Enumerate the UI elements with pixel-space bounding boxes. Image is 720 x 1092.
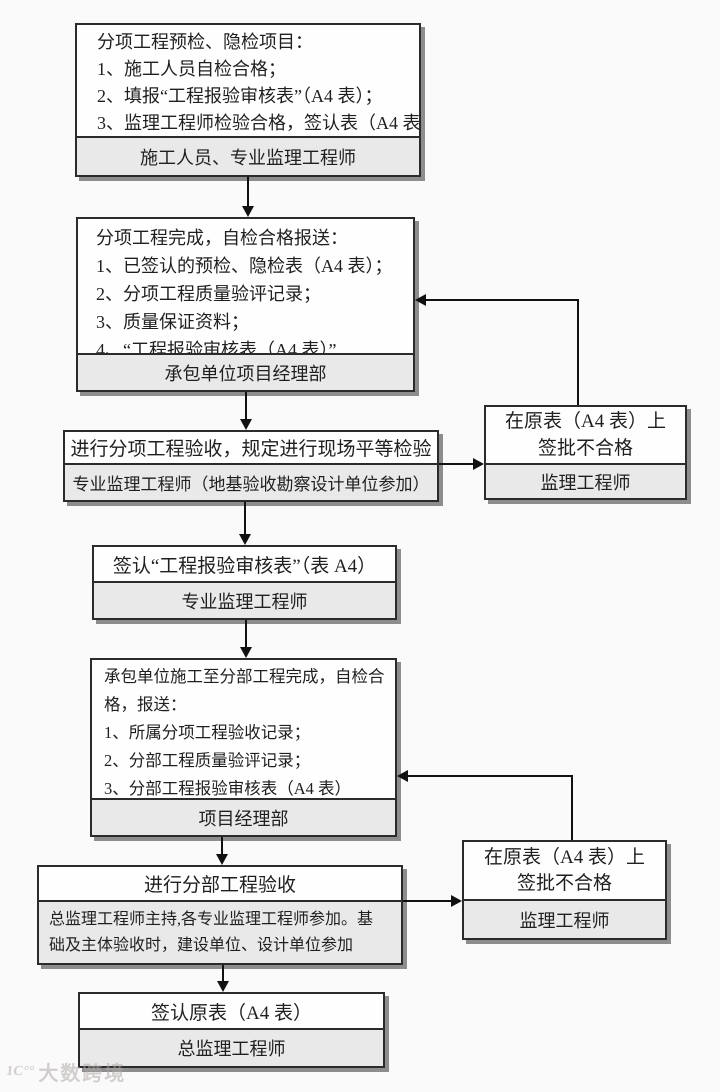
flow-box-reject-subitem: 在原表（A4 表）上 签批不合格 监理工程师	[484, 405, 687, 500]
box-footer-responsible: 总监理工程师主持,各专业监理工程师参加。基 础及主体验收时，建设单位、设计单位参…	[39, 900, 401, 963]
watermark-text: 大数跨境	[38, 1063, 127, 1085]
text-line: 1、施工人员自检合格；	[97, 59, 286, 79]
box-title: 签认原表（A4 表）	[151, 1002, 312, 1024]
box-footer-responsible: 项目经理部	[92, 798, 395, 835]
flow-box-sign-original-form: 签认原表（A4 表） 总监理工程师	[78, 992, 385, 1068]
box-footer-responsible: 监理工程师	[464, 899, 665, 938]
arrow-down-icon	[242, 206, 254, 217]
box-footer-responsible: 总监理工程师	[80, 1028, 383, 1066]
watermark-logo-icon: 1C°°	[5, 1063, 36, 1079]
text-line: 在原表（A4 表）上	[505, 411, 666, 432]
watermark: 1C°° 大数跨境	[5, 1057, 127, 1086]
arrow-down-icon	[240, 647, 252, 658]
box-body: 分项工程完成，自检合格报送： 1、已签认的预检、隐检表（A4 表）； 2、分项工…	[78, 219, 413, 353]
feedback-line	[577, 300, 579, 405]
box-body: 在原表（A4 表）上 签批不合格	[486, 407, 685, 463]
box-footer-responsible: 施工人员、专业监理工程师	[77, 136, 419, 175]
feedback-line	[426, 299, 579, 301]
text-line: 4、“工程报验审核表（A4 表）”	[96, 340, 337, 353]
text-line: 签批不合格	[537, 438, 633, 459]
flow-box-reject-subdivision: 在原表（A4 表）上 签批不合格 监理工程师	[462, 840, 667, 940]
box-title: 进行分项工程验收，规定进行现场平等检验	[70, 439, 432, 460]
text-line: 2、分部工程质量验评记录；	[104, 751, 311, 770]
footer-label: 专业监理工程师	[181, 591, 308, 612]
box-footer-responsible: 承包单位项目经理部	[78, 353, 413, 390]
feedback-line	[408, 775, 573, 777]
box-body: 分项工程预检、隐检项目： 1、施工人员自检合格； 2、填报“工程报验审核表”（A…	[77, 25, 419, 136]
text-line: 格，报送：	[104, 695, 187, 714]
arrow-down-icon	[240, 419, 252, 430]
footer-label: 项目经理部	[198, 808, 289, 829]
box-body: 在原表（A4 表）上 签批不合格	[464, 842, 665, 899]
footer-label: 专业监理工程师（地基验收勘察设计单位参加）	[72, 475, 430, 494]
text-line: 签批不合格	[516, 872, 612, 894]
connector-line	[403, 900, 453, 902]
footer-label: 施工人员、专业监理工程师	[140, 147, 356, 168]
text-line: 在原表（A4 表）上	[484, 846, 645, 868]
flow-box-subdivision-complete: 承包单位施工至分部工程完成，自检合 格，报送： 1、所属分项工程验收记录； 2、…	[90, 658, 397, 837]
flow-box-subitem-acceptance: 进行分项工程验收，规定进行现场平等检验 专业监理工程师（地基验收勘察设计单位参加…	[63, 430, 439, 502]
box-footer-responsible: 专业监理工程师（地基验收勘察设计单位参加）	[65, 463, 437, 500]
feedback-line	[571, 776, 573, 840]
arrow-left-icon	[415, 294, 426, 306]
text-line: 3、监理工程师检验合格，签认表（A4 表）。	[97, 113, 419, 133]
flow-box-precheck-items: 分项工程预检、隐检项目： 1、施工人员自检合格； 2、填报“工程报验审核表”（A…	[75, 23, 421, 177]
arrow-down-icon	[239, 534, 251, 545]
footer-label: 监理工程师	[519, 910, 610, 931]
text-line: 3、分部工程报验审核表（A4 表）	[104, 779, 352, 798]
arrow-right-icon	[451, 895, 462, 907]
connector-line	[245, 392, 247, 420]
box-footer-responsible: 监理工程师	[486, 463, 685, 498]
connector-line	[244, 502, 246, 537]
text-line: 3、质量保证资料；	[96, 312, 249, 332]
box-body: 进行分部工程验收	[39, 867, 401, 900]
footer-line: 础及主体验收时，建设单位、设计单位参加	[49, 936, 354, 954]
box-title: 签认“工程报验审核表”（表 A4）	[112, 555, 377, 577]
connector-line	[222, 965, 224, 984]
connector-line	[247, 177, 249, 207]
box-body: 签认原表（A4 表）	[80, 994, 383, 1028]
flow-box-sign-review-form: 签认“工程报验审核表”（表 A4） 专业监理工程师	[92, 545, 397, 620]
footer-label: 承包单位项目经理部	[164, 363, 327, 384]
box-body: 签认“工程报验审核表”（表 A4）	[94, 547, 395, 581]
box-title: 进行分部工程验收	[143, 875, 296, 896]
text-line: 1、所属分项工程验收记录；	[104, 723, 311, 742]
footer-label: 监理工程师	[540, 472, 631, 493]
box-body: 承包单位施工至分部工程完成，自检合 格，报送： 1、所属分项工程验收记录； 2、…	[92, 660, 395, 798]
text-line: 1、已签认的预检、隐检表（A4 表）；	[96, 256, 393, 276]
connector-line	[245, 620, 247, 648]
text-line: 2、分项工程质量验评记录；	[96, 284, 321, 304]
footer-label: 总监理工程师	[177, 1039, 286, 1059]
text-line: 2、填报“工程报验审核表”（A4 表）；	[97, 86, 383, 106]
flow-box-subitem-complete: 分项工程完成，自检合格报送： 1、已签认的预检、隐检表（A4 表）； 2、分项工…	[76, 217, 415, 392]
text-line: 分项工程完成，自检合格报送：	[96, 228, 348, 248]
footer-line: 总监理工程师主持,各专业监理工程师参加。基	[49, 910, 374, 928]
connector-line	[439, 463, 475, 465]
box-body: 进行分项工程验收，规定进行现场平等检验	[65, 432, 437, 463]
arrow-right-icon	[473, 458, 484, 470]
box-footer-responsible: 专业监理工程师	[94, 581, 395, 618]
flow-box-subdivision-acceptance: 进行分部工程验收 总监理工程师主持,各专业监理工程师参加。基 础及主体验收时，建…	[37, 865, 403, 965]
text-line: 分项工程预检、隐检项目：	[97, 32, 313, 52]
text-line: 承包单位施工至分部工程完成，自检合	[104, 667, 385, 686]
arrow-left-icon	[397, 770, 408, 782]
connector-line	[221, 837, 223, 857]
arrow-down-icon	[217, 981, 229, 992]
arrow-down-icon	[216, 854, 228, 865]
